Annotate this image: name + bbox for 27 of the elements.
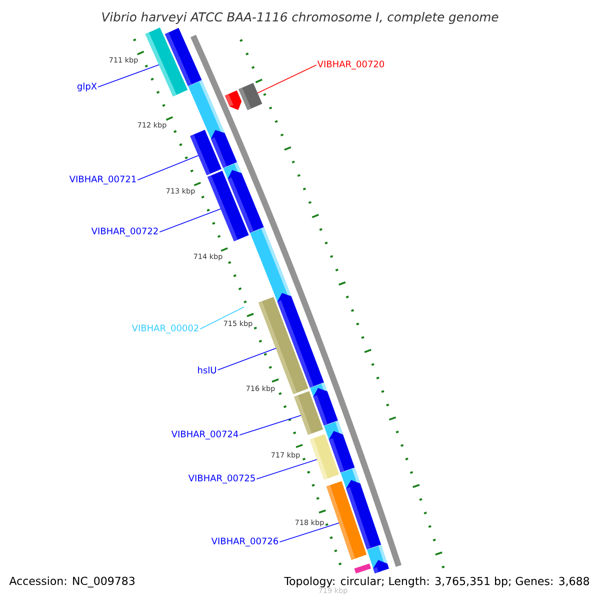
gene-bar — [326, 481, 367, 560]
gene-label: VIBHAR_00725 — [188, 474, 255, 484]
gene-label: VIBHAR_00722 — [91, 228, 158, 236]
gene-label: VIBHAR_00002 — [132, 324, 198, 334]
leader-line — [256, 459, 318, 480]
gene-label: VIBHAR_00724 — [171, 430, 238, 440]
gene-bar — [145, 28, 188, 96]
accession-text: Accession: NC_009783 — [9, 576, 134, 588]
gene-label: VIBHAR_00726 — [211, 538, 278, 546]
title: Vibrio harveyi ATCC BAA-1116 chromosome I, complete genome — [102, 12, 498, 24]
gene-label: hslU — [198, 366, 216, 374]
gene-bar — [190, 130, 222, 176]
gene-bar — [258, 296, 308, 394]
leader-line — [239, 415, 302, 436]
gene-bar — [208, 170, 249, 242]
leader-line — [200, 306, 244, 330]
gene-bar — [294, 391, 324, 435]
topology-text: Topology: circular; Length: 3,765,351 bp; Genes: 3,688 — [284, 576, 590, 588]
leader-line — [279, 522, 340, 542]
gene-label: glpX — [77, 82, 97, 92]
gene-label: VIBHAR_00720 — [317, 60, 384, 70]
leader-line — [257, 64, 317, 94]
leader-line — [98, 64, 160, 88]
leader-line — [217, 348, 276, 370]
gene-bar — [310, 434, 340, 480]
gene-bar — [238, 82, 262, 110]
gene-label: VIBHAR_00721 — [69, 176, 136, 184]
